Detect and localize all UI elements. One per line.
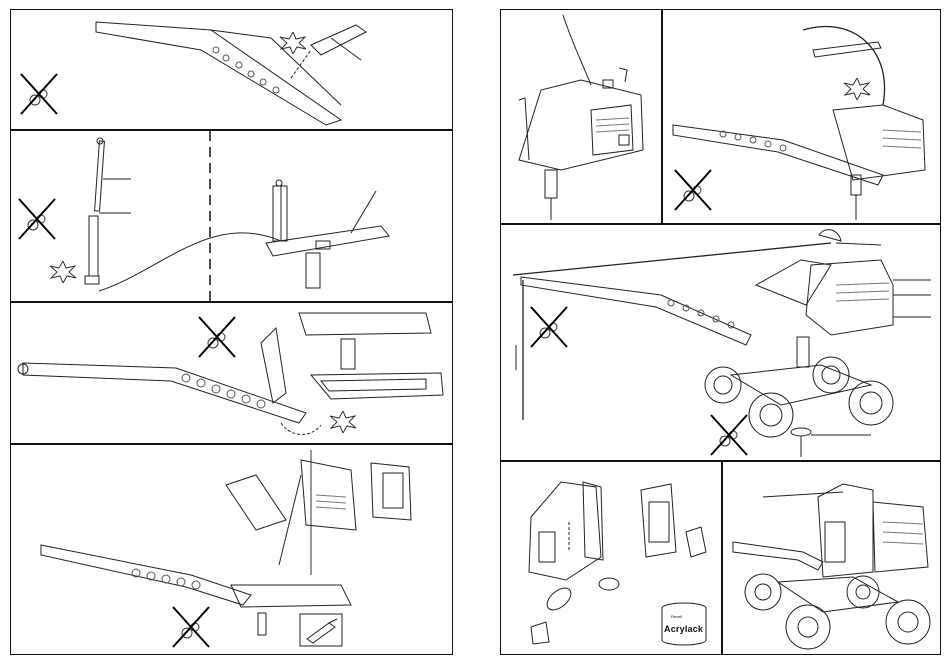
prohibited-symbol (529, 305, 569, 349)
step-panel-cylinder-platform (10, 130, 453, 302)
no-paint-icon (709, 413, 749, 457)
cab-housing-illustration (11, 445, 453, 655)
no-paint-icon (197, 315, 237, 359)
prohibited-symbol (673, 168, 713, 212)
paint-can: Revell Acrylack (659, 602, 709, 648)
no-paint-icon (19, 72, 59, 116)
prohibited-symbol (19, 72, 59, 116)
step-panel-completed-crane (722, 461, 941, 655)
step-panel-boom-frame (10, 302, 453, 444)
paint-can-brand: Revell (671, 614, 682, 619)
prohibited-symbol (171, 605, 211, 649)
step-panel-turntable-left (500, 9, 662, 224)
no-paint-icon (17, 197, 57, 241)
no-paint-icon (171, 605, 211, 649)
prohibited-symbol (197, 315, 237, 359)
prohibited-symbol (709, 413, 749, 457)
step-panel-cab-housing (10, 444, 453, 655)
turntable-illustration (501, 10, 662, 224)
paint-can-label: Acrylack (664, 624, 703, 634)
step-panel-cab-parts: Revell Acrylack (500, 461, 722, 655)
prohibited-symbol (17, 197, 57, 241)
step-panel-hook-arm (662, 9, 941, 224)
completed-crane-illustration (723, 462, 941, 655)
no-paint-icon (673, 168, 713, 212)
cylinder-platform-illustration (11, 131, 453, 302)
boom-arm-illustration (11, 10, 453, 130)
step-panel-crane-chassis (500, 224, 941, 461)
no-paint-icon (529, 305, 569, 349)
step-panel-boom-arm (10, 9, 453, 130)
glue-tube-icon (299, 613, 343, 647)
